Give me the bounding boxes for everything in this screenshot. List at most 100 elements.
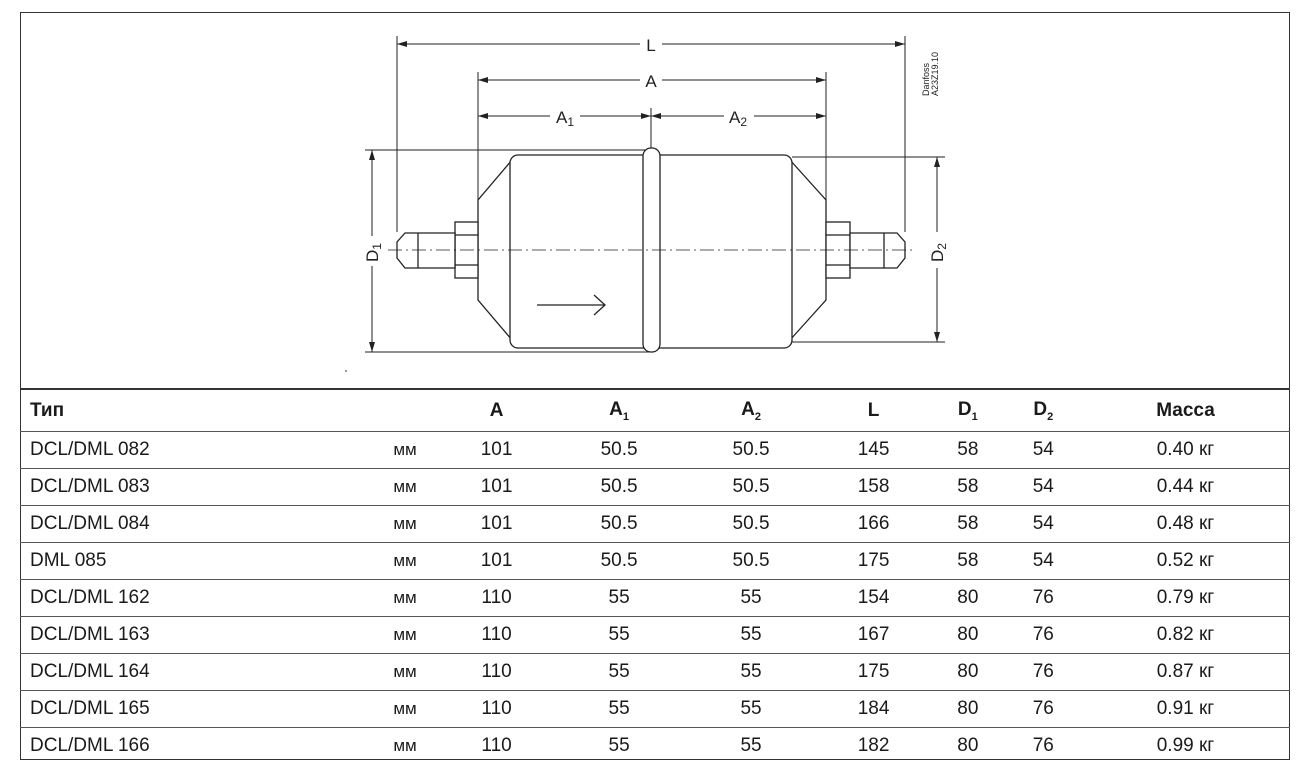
cell-d2: 76 — [1005, 579, 1081, 617]
cell-d1: 80 — [930, 579, 1006, 617]
cell-l: 167 — [817, 616, 931, 654]
cell-d1: 80 — [930, 616, 1006, 654]
cell-d1: 80 — [930, 653, 1006, 691]
cell-a: 110 — [440, 690, 554, 728]
cell-type: DCL/DML 083 — [20, 468, 370, 506]
cell-d1: 58 — [930, 468, 1006, 506]
label-A1: A1 — [556, 108, 574, 129]
cell-l: 182 — [817, 727, 931, 764]
cell-l: 145 — [817, 431, 931, 469]
cell-mass: 0.99 кг — [1080, 727, 1290, 764]
cell-l: 166 — [817, 505, 931, 543]
cell-d2: 76 — [1005, 653, 1081, 691]
cell-a2: 55 — [685, 727, 818, 764]
cell-d1: 58 — [930, 431, 1006, 469]
cell-unit: мм — [370, 579, 440, 617]
cell-d2: 76 — [1005, 616, 1081, 654]
cell-l: 154 — [817, 579, 931, 617]
cell-type: DCL/DML 163 — [20, 616, 370, 654]
cell-a1: 55 — [553, 616, 686, 654]
cell-d1: 80 — [930, 727, 1006, 764]
label-D2: D2 — [928, 243, 949, 262]
cell-mass: 0.48 кг — [1080, 505, 1290, 543]
table-header-row: Тип A A1 A2 L D1 D2 Масса — [20, 388, 1290, 432]
header-D1: D1 — [930, 388, 1006, 432]
cell-d2: 54 — [1005, 505, 1081, 543]
cell-unit: мм — [370, 431, 440, 469]
cell-mass: 0.87 кг — [1080, 653, 1290, 691]
cell-d1: 58 — [930, 542, 1006, 580]
header-type: Тип — [20, 388, 370, 432]
header-mass: Масса — [1080, 388, 1290, 432]
drawing-reference: DanfossA23Z19.10 — [921, 52, 940, 96]
cell-a1: 50.5 — [553, 505, 686, 543]
right-flare-fitting — [849, 232, 906, 269]
cell-d1: 58 — [930, 505, 1006, 543]
cell-a1: 55 — [553, 690, 686, 728]
cell-l: 158 — [817, 468, 931, 506]
cell-a: 110 — [440, 653, 554, 691]
cell-a2: 50.5 — [685, 431, 818, 469]
cell-type: DCL/DML 166 — [20, 727, 370, 764]
header-A2: A2 — [685, 388, 818, 432]
cell-mass: 0.52 кг — [1080, 542, 1290, 580]
cell-a1: 55 — [553, 653, 686, 691]
header-L: L — [817, 388, 931, 432]
flow-arrow-head-icon — [593, 294, 606, 316]
cell-a1: 50.5 — [553, 542, 686, 580]
cell-a2: 55 — [685, 616, 818, 654]
cell-type: DCL/DML 165 — [20, 690, 370, 728]
cell-a: 101 — [440, 505, 554, 543]
cell-a2: 50.5 — [685, 505, 818, 543]
header-unit — [370, 388, 440, 432]
cell-a: 101 — [440, 468, 554, 506]
header-D2: D2 — [1005, 388, 1081, 432]
cell-d2: 54 — [1005, 542, 1081, 580]
label-D1: D1 — [363, 243, 384, 262]
cell-a2: 55 — [685, 579, 818, 617]
cell-l: 175 — [817, 542, 931, 580]
cell-unit: мм — [370, 727, 440, 764]
cell-a: 101 — [440, 542, 554, 580]
cell-type: DCL/DML 084 — [20, 505, 370, 543]
cell-type: DCL/DML 082 — [20, 431, 370, 469]
cell-type: DCL/DML 164 — [20, 653, 370, 691]
cell-mass: 0.79 кг — [1080, 579, 1290, 617]
cell-a1: 55 — [553, 727, 686, 764]
cell-a2: 55 — [685, 690, 818, 728]
label-A: A — [645, 72, 657, 91]
cell-d2: 76 — [1005, 727, 1081, 764]
cell-l: 184 — [817, 690, 931, 728]
cell-mass: 0.44 кг — [1080, 468, 1290, 506]
header-A1: A1 — [553, 388, 686, 432]
label-L: L — [646, 36, 655, 55]
cell-d2: 76 — [1005, 690, 1081, 728]
cell-unit: мм — [370, 653, 440, 691]
cell-a2: 55 — [685, 653, 818, 691]
cell-l: 175 — [817, 653, 931, 691]
cell-unit: мм — [370, 505, 440, 543]
cell-a1: 50.5 — [553, 431, 686, 469]
cell-a1: 50.5 — [553, 468, 686, 506]
filter-drier-dimension-drawing: L A A1 A2 D1 D2 DanfossA23Z19.10 — [345, 34, 949, 372]
cell-d2: 54 — [1005, 468, 1081, 506]
cell-mass: 0.40 кг — [1080, 431, 1290, 469]
cell-mass: 0.82 кг — [1080, 616, 1290, 654]
cell-type: DCL/DML 162 — [20, 579, 370, 617]
cell-a: 110 — [440, 616, 554, 654]
label-A2: A2 — [729, 108, 747, 129]
cell-unit: мм — [370, 690, 440, 728]
cell-mass: 0.91 кг — [1080, 690, 1290, 728]
cell-d1: 80 — [930, 690, 1006, 728]
cell-a2: 50.5 — [685, 542, 818, 580]
